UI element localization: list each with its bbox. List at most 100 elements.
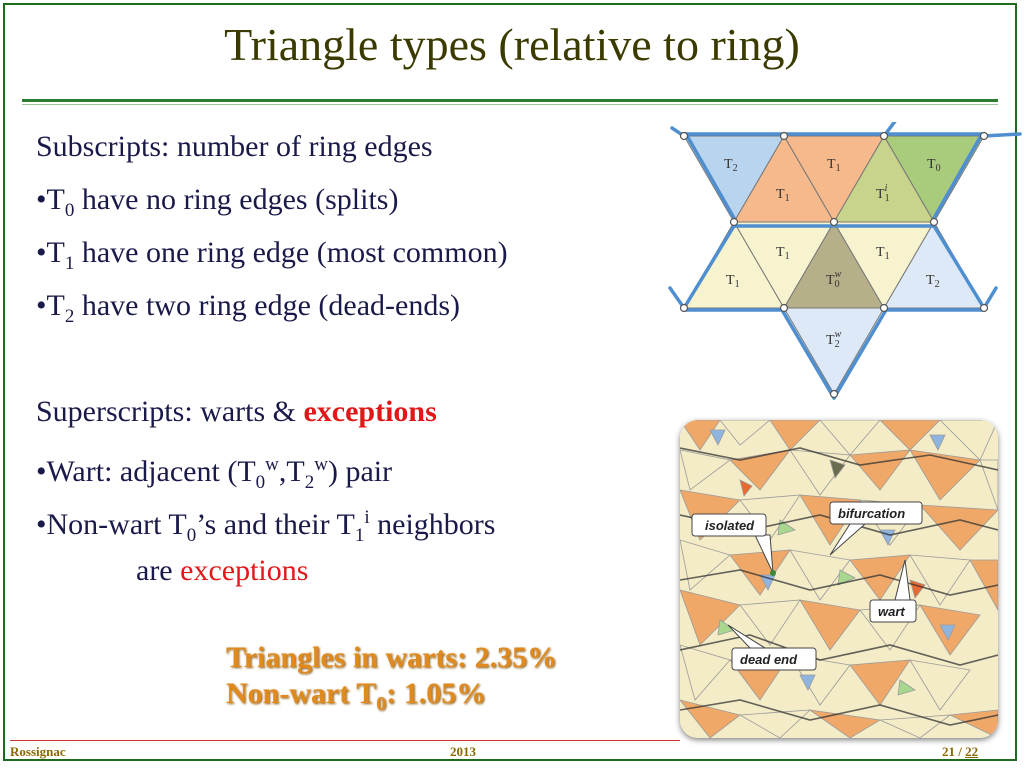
mesh-patch [879,420,941,451]
page-total[interactable]: 22 [965,744,979,759]
label-t1-top: T1 [827,157,841,174]
mesh-dark-triangle [829,459,846,479]
label-t1-lower-left: T1 [726,273,740,290]
mesh-red-triangle [739,479,753,497]
mesh-blue-triangle [939,624,956,641]
callout-dead-end: dead end [727,624,817,671]
node [779,303,789,313]
label-t1-mid-right: T1 [876,245,890,262]
footer-page-number: 21 / 22 [942,744,978,760]
node [829,217,839,227]
triangle-types-diagram: T2 T1 T0 T1 T1i T1 T1 T1 T0w T2 T2w [668,122,1022,400]
callout-isolated-text: isolated [705,518,755,533]
footer-author: Rossignac [10,744,66,759]
footer-divider [10,740,680,741]
node [829,389,839,399]
title-divider [22,99,998,102]
bullet-wart: •Wart: adjacent (T0w,T2w) pair [36,454,393,493]
node [679,303,689,313]
blank-line [36,332,656,385]
label-t0-top-right: T0 [927,157,941,174]
mesh-blue-triangle [799,674,816,691]
bullet-t1: •T1 have one ring edge (most common) [36,236,508,274]
node [729,217,739,227]
ring-edge-lower-right [932,224,986,310]
node [929,217,939,227]
label-t0w: T0w [826,269,842,290]
mesh-patch [680,699,741,738]
mesh-green-triangle [717,619,736,636]
mesh-patch [979,459,998,511]
mesh-patch [738,709,812,738]
mesh-blue-triangle [709,429,726,446]
ring-edge-left [684,132,736,220]
mesh-patch [819,420,881,456]
mesh-patch [680,449,731,491]
callout-wart: wart [869,559,917,623]
ring-edge-right [932,132,984,220]
callout-wart-text: wart [878,604,905,619]
slide-title: Triangle types (relative to ring) [224,19,800,70]
bullet-t0: •T0 have no ring edges (splits) [36,183,399,221]
mesh-ring-line [680,699,998,726]
bullet-t2: •T2 have two ring edge (dead-ends) [36,289,461,327]
mesh-patch [799,599,861,651]
mesh-ring-line [680,447,998,471]
mesh-patch [789,549,851,601]
mesh-patch [909,659,971,711]
label-t2-lower-right: T2 [926,273,940,290]
slide-body: Subscripts: number of ring edges •T0 hav… [36,120,656,597]
mesh-patch [739,599,801,646]
mesh-illustration: isolated bifurcation wart dead end [680,420,998,738]
mesh-patch [939,420,998,461]
callout-box [731,647,817,671]
node [979,131,989,141]
slide-frame [3,3,1017,761]
bullet-nonwart: •Non-wart T0’s and their T1i neighbors [36,507,496,546]
page-current: 21 [942,744,955,759]
node [679,131,689,141]
subscripts-heading: Subscripts: number of ring edges [36,130,433,163]
mesh-blue-triangle [929,434,946,451]
triangle-t2w [783,307,885,395]
ring-stub-top-right [982,132,1022,138]
node [779,131,789,141]
label-t1-mid-left: T1 [776,245,790,262]
page-separator: / [958,744,962,759]
mesh-patch [680,644,731,701]
callout-dot [770,570,776,576]
mesh-patch [849,554,911,601]
label-t1i: T1i [876,183,890,204]
stat-nonwart: Non-wart T0: 1.05% [226,677,487,715]
ring-edge-lower-left [682,224,736,310]
diagram-triangles [683,135,985,395]
statistics-block: Triangles in warts: 2.35% Non-wart T0: 1… [226,640,557,722]
label-t1-upper-left: T1 [776,187,790,204]
label-t2-top-left: T2 [724,157,738,174]
are-exceptions-line: are exceptions [136,554,309,587]
node [879,303,889,313]
callout-dead-end-text: dead end [740,652,798,667]
callout-isolated: isolated [691,513,776,576]
callout-bifurcation: bifurcation [829,501,923,556]
node [979,303,989,313]
node [879,131,889,141]
footer-year: 2013 [450,744,476,759]
superscripts-heading: Superscripts: warts & exceptions [36,395,437,428]
title-divider-thin [22,104,998,105]
mesh-patch [769,420,821,451]
callout-box [869,599,917,623]
mesh-patch [909,554,971,606]
callout-bifurcation-text: bifurcation [838,506,905,521]
mesh-green-triangle [897,679,916,696]
mesh-ring-line [680,569,998,596]
ring-nodes [679,131,989,399]
label-t2w: T2w [826,329,842,350]
callout-box [829,501,923,525]
mesh-ring-line [680,634,998,666]
mesh-patch [719,420,771,446]
mesh-patch [849,659,911,706]
mesh-image: isolated bifurcation wart dead end [680,420,998,738]
stat-warts: Triangles in warts: 2.35% [226,641,558,674]
callout-box [691,513,767,537]
